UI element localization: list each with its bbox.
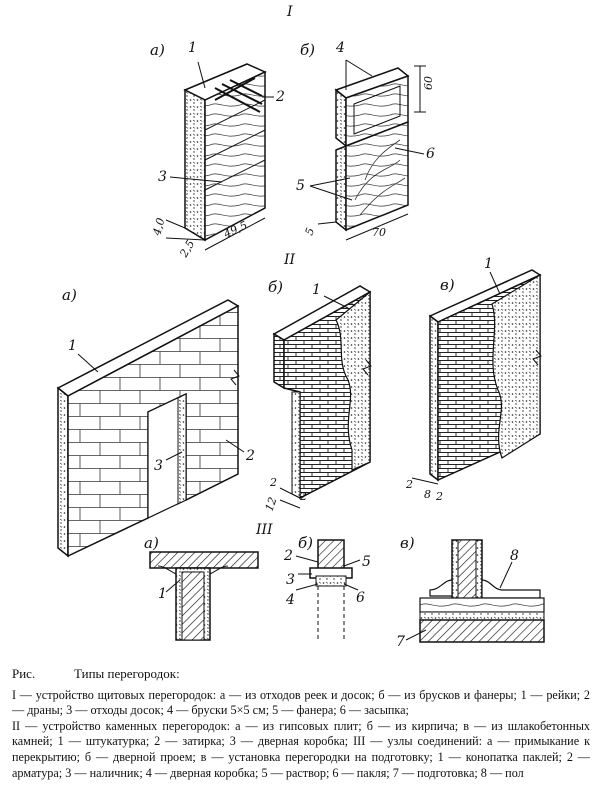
- dim-IIb-d1: 2: [269, 476, 277, 489]
- caption-line-1: I — устройство щитовых перегородок: а — …: [12, 687, 590, 718]
- panel-IIIb-door-opening: б) 2 3 4 5 6: [283, 534, 371, 640]
- plywood-sheet: [345, 120, 409, 232]
- panel-IIv-slag-block-partition: в) 1 2 8 2: [405, 256, 542, 503]
- plaster-layer-v: [491, 273, 541, 459]
- label-IIIb-5: 5: [362, 554, 371, 570]
- label-IIIb-2: 2: [283, 548, 293, 564]
- panel-letter-IIIv: в): [400, 534, 415, 552]
- section-label-III: III: [255, 522, 273, 538]
- panel-IIb-brick-partition: б) 1 2 2 12: [263, 278, 372, 513]
- panel-letter-Ia: а): [150, 41, 165, 59]
- label-Ib-4: 4: [335, 40, 345, 56]
- caption-heading: Рис. Типы перегородок:: [12, 666, 590, 682]
- dim-Ib-height: 60: [422, 76, 435, 90]
- label-Ib-5: 5: [296, 178, 305, 194]
- label-IIIb-4: 4: [285, 592, 295, 608]
- section-label-II: II: [283, 252, 296, 268]
- floor-boards: [419, 597, 545, 613]
- dim-IIb-d3: 12: [263, 495, 280, 513]
- panel-IIIa-ceiling-junction: а) 1: [144, 534, 259, 641]
- figure-caption: Рис. Типы перегородок: I — устройство щит…: [12, 666, 590, 781]
- label-IIa-3: 3: [154, 458, 163, 474]
- label-Ia-3: 3: [158, 169, 167, 185]
- label-IIIb-3: 3: [286, 572, 295, 588]
- dim-IIv-d1: 2: [405, 478, 413, 491]
- label-Ib-6: 6: [426, 146, 435, 162]
- panel-IIa-gypsum-partition: а) 1 2 3: [56, 286, 255, 558]
- panel-Ia-side-edge: [184, 88, 206, 242]
- caption-title: Типы перегородок:: [74, 666, 180, 681]
- label-IIIv-7: 7: [396, 634, 405, 650]
- label-Ia-2: 2: [275, 89, 285, 105]
- label-IIIb-6: 6: [356, 590, 365, 606]
- section-label-I: I: [286, 4, 293, 20]
- label-IIb-1: 1: [312, 282, 321, 298]
- panel-letter-IIv: в): [440, 276, 455, 294]
- dim-IIb-d2: 2: [299, 490, 307, 503]
- panel-Ia-reed-board-partition: а) 1 2 3 4,0 49,5 2,5: [150, 40, 285, 260]
- dim-Ib-thickness: 5: [303, 226, 318, 237]
- subfloor-preparation: [419, 619, 545, 643]
- label-Ia-1: 1: [188, 40, 197, 56]
- panel-letter-Ib: б): [300, 41, 315, 59]
- label-IIa-2: 2: [245, 448, 255, 464]
- floor-slab: [149, 551, 259, 569]
- panel-letter-IIIb: б): [298, 534, 313, 552]
- label-IIa-1: 1: [68, 338, 77, 354]
- dim-Ia-gap: 2,5: [177, 238, 198, 261]
- dim-IIv-d2: 8: [424, 488, 431, 501]
- partition-types-figure: I а) 1 2 3 4,0 49,5 2,5 б): [56, 4, 545, 650]
- panel-letter-IIa: а): [62, 286, 77, 304]
- dim-Ia-thickness: 4,0: [150, 217, 167, 238]
- door-frame: [177, 393, 187, 505]
- panel-Ib-bar-plywood-partition: б) 4 60 6 5 70 5: [296, 40, 435, 241]
- plaster-layer: [335, 290, 371, 471]
- panel-letter-IIIa: а): [144, 534, 159, 552]
- label-IIIv-8: 8: [510, 548, 519, 564]
- dim-IIv-d3: 2: [435, 490, 443, 503]
- caption-line-2: II — устройство каменных перегородок: а …: [12, 718, 590, 780]
- panel-letter-IIb: б): [268, 278, 283, 296]
- dim-Ib-width: 70: [372, 226, 386, 239]
- caption-figure-prefix: Рис.: [12, 666, 36, 681]
- label-IIIa-1: 1: [158, 586, 167, 602]
- panel-IIIv-subfloor-installation: в) 8 7: [396, 534, 545, 650]
- lath-strips: [214, 77, 263, 113]
- door-jamb-section: [317, 539, 345, 571]
- label-IIv-1: 1: [484, 256, 493, 272]
